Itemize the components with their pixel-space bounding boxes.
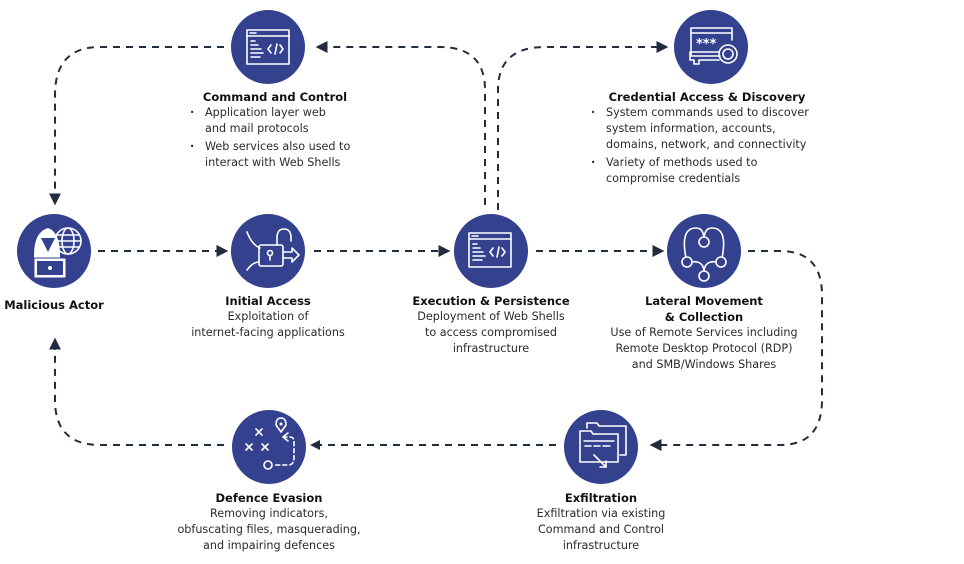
node-description-line: infrastructure xyxy=(562,539,640,552)
node-title: Defence Evasion xyxy=(215,491,323,505)
node-description-line: Deployment of Web Shells xyxy=(417,310,565,323)
strategy-map-icon xyxy=(245,417,295,470)
folder-export-icon xyxy=(579,422,627,468)
label-exfiltration: Exfiltration Exfiltration via existing C… xyxy=(511,490,691,554)
node-description-line: Exploitation of xyxy=(227,310,309,323)
node-command-control xyxy=(231,10,305,84)
node-description-line: Remote Desktop Protocol (RDP) xyxy=(615,342,793,355)
bullet-list: System commands used to discover system … xyxy=(591,105,831,187)
bullet-item: Variety of methods used to compromise cr… xyxy=(591,155,831,187)
node-description-line: internet-facing applications xyxy=(191,326,345,339)
node-description-line: and SMB/Windows Shares xyxy=(631,358,777,371)
node-description-line: to access compromised xyxy=(424,326,558,339)
node-defence-evasion xyxy=(232,410,306,484)
password-key-icon: *** xyxy=(689,27,738,65)
unlocked-padlock-icon xyxy=(246,228,300,271)
network-branch-icon xyxy=(681,227,727,282)
bullet-item: Web services also used to interact with … xyxy=(190,139,370,171)
node-title: Initial Access xyxy=(225,294,311,308)
node-title: Exfiltration xyxy=(564,491,638,505)
bullet-list: Application layer web and mail protocols… xyxy=(190,105,370,171)
node-execution-persistence xyxy=(454,214,528,288)
node-title: Credential Access & Discovery xyxy=(608,90,806,104)
label-command-control: Command and Control Application layer we… xyxy=(190,89,370,171)
label-credential-access: Credential Access & Discovery System com… xyxy=(591,89,831,187)
label-defence-evasion: Defence Evasion Removing indicators, obf… xyxy=(169,490,369,554)
node-title: Command and Control xyxy=(202,90,348,104)
node-title: Malicious Actor xyxy=(4,298,104,312)
node-credential-access: *** xyxy=(674,10,748,84)
label-execution-persistence: Execution & Persistence Deployment of We… xyxy=(401,293,581,357)
label-lateral-movement: Lateral Movement & Collection Use of Rem… xyxy=(599,293,809,373)
node-lateral-movement xyxy=(667,214,741,288)
node-initial-access xyxy=(231,214,305,288)
arrow-execution-to-command-control xyxy=(315,41,486,205)
node-malicious-actor xyxy=(17,214,91,288)
flow-arrows xyxy=(49,41,823,451)
label-initial-access: Initial Access Exploitation of internet-… xyxy=(178,293,358,341)
node-title: Execution & Persistence xyxy=(412,294,570,308)
arrow-defence-evasion-to-actor xyxy=(49,337,224,446)
node-description-line: Removing indicators, xyxy=(209,507,328,520)
bullet-item: System commands used to discover system … xyxy=(591,105,831,153)
arrow-execution-to-credential-access xyxy=(497,41,669,210)
node-description-line: Use of Remote Services including xyxy=(610,326,798,339)
bullet-item: Application layer web and mail protocols xyxy=(190,105,370,137)
node-description-line: infrastructure xyxy=(452,342,530,355)
svg-text:***: *** xyxy=(696,37,717,52)
hacker-globe-icon xyxy=(33,227,82,279)
arrow-command-control-to-actor xyxy=(49,46,224,206)
node-description-line: obfuscating files, masquerading, xyxy=(177,523,361,536)
code-window-icon xyxy=(468,232,512,268)
node-description-line: Exfiltration via existing xyxy=(536,507,666,520)
node-description-line: and impairing defences xyxy=(203,539,335,552)
node-description-line: Command and Control xyxy=(537,523,665,536)
arrow-head-defence xyxy=(310,440,320,450)
node-title: Lateral Movement xyxy=(645,294,763,308)
code-window-icon xyxy=(246,29,290,65)
label-malicious-actor: Malicious Actor xyxy=(0,297,114,313)
node-exfiltration xyxy=(564,410,638,484)
node-title: & Collection xyxy=(664,310,744,324)
